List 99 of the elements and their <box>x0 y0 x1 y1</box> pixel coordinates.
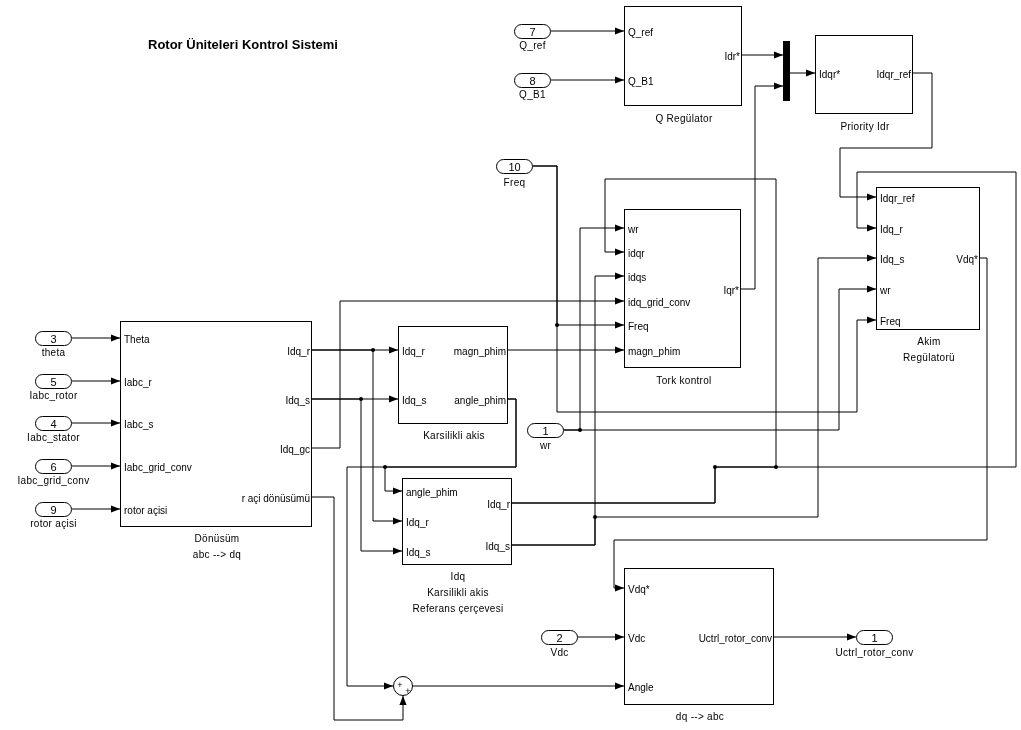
signal-arrow <box>789 69 816 77</box>
signal-arrow <box>311 349 403 525</box>
port-name: Iabc_stator <box>27 431 80 445</box>
signal-arrow <box>384 398 517 495</box>
signal-arrow <box>563 285 877 431</box>
port-label: magn_phim <box>453 345 506 357</box>
signal-arrow <box>532 165 877 413</box>
port-name: Q_B1 <box>519 88 546 102</box>
port-label: Idqr* <box>819 68 841 80</box>
port-label: wr <box>880 284 891 296</box>
port-label: rotor açisi <box>124 504 168 516</box>
port-label: Iabc_r <box>124 376 152 388</box>
port-label: Freq <box>628 320 649 332</box>
signal-arrow <box>741 51 784 59</box>
signal-arrow <box>311 398 403 555</box>
port-label: Vdc <box>628 632 646 644</box>
port-label: Iabc_grid_conv <box>124 461 192 473</box>
signal-arrow <box>71 419 121 427</box>
signal-arrow <box>839 72 933 201</box>
signal-arrow <box>550 27 625 35</box>
signal-arrow <box>71 462 121 470</box>
block-name: Tork kontrol <box>656 374 712 388</box>
plus-sign: + <box>405 685 411 697</box>
block-name: dq --> abc <box>675 710 725 724</box>
signal-arrow <box>550 76 625 84</box>
signal-arrow <box>511 254 877 546</box>
signal-arrow <box>71 377 121 385</box>
signal-arrow <box>412 682 625 690</box>
port-number: 3 <box>50 333 57 344</box>
port-label: Iabc_s <box>124 418 154 430</box>
port-label: Idq_gc <box>279 443 310 455</box>
port-label: Angle <box>628 681 654 693</box>
port-label: idq_grid_conv <box>628 296 691 308</box>
port-name: rotor açisi <box>30 517 77 531</box>
port-label: angle_phim <box>406 486 458 498</box>
port-label: Idq_s <box>880 253 905 265</box>
port-number: 10 <box>508 161 521 172</box>
block-name: Karsilikli akis <box>423 429 485 443</box>
signal-arrow <box>311 297 625 449</box>
port-number: 5 <box>50 376 57 387</box>
port-label: Idq_r <box>402 345 425 357</box>
port-label: Idq_s <box>485 540 510 552</box>
port-label: idqr <box>628 247 645 259</box>
port-label: Idqr_ref <box>876 68 911 80</box>
port-number: 8 <box>529 75 536 86</box>
port-name: Iabc_grid_conv <box>17 474 90 488</box>
port-name: wr <box>539 439 552 453</box>
port-number: 9 <box>50 504 57 515</box>
signal-arrow <box>311 496 407 721</box>
port-label: r açi dönüsümü <box>241 492 310 504</box>
port-number: 7 <box>529 26 536 37</box>
port-number: 2 <box>556 632 563 643</box>
block-name: Idq Karsilikli akis Referans çerçevesi <box>412 570 504 616</box>
port-label: Freq <box>880 315 901 327</box>
block-name: Priority Idr <box>840 120 890 134</box>
mux-bar <box>783 41 790 101</box>
port-number: 1 <box>542 425 549 436</box>
diagram-title: Rotor Üniteleri Kontrol Sistemi <box>148 37 338 52</box>
port-label: angle_phim <box>454 394 506 406</box>
port-name: Vdc <box>550 646 569 660</box>
signal-arrow <box>613 257 988 592</box>
port-label: Idq_r <box>287 345 310 357</box>
port-name: Freq <box>503 176 526 190</box>
port-label: Idq_r <box>880 223 903 235</box>
signal-arrow <box>577 633 625 641</box>
port-label: wr <box>628 223 639 235</box>
port-label: Q_B1 <box>628 75 654 87</box>
port-label: Iqr* <box>723 284 739 296</box>
port-label: Idq_s <box>406 546 431 558</box>
port-label: magn_phim <box>628 345 681 357</box>
port-label: Idq_r <box>406 516 429 528</box>
signal-arrow <box>511 171 1017 504</box>
port-label: Theta <box>124 333 150 345</box>
signal-arrow <box>71 334 121 342</box>
port-number: 1 <box>871 632 878 643</box>
port-label: Vdq* <box>628 583 650 595</box>
block-name: Dönüsüm abc --> dq <box>192 532 242 562</box>
signal-arrow <box>71 505 121 513</box>
port-label: Idq_s <box>285 394 310 406</box>
signal-arrow <box>740 82 784 290</box>
port-label: Q_ref <box>628 26 653 38</box>
port-name: theta <box>41 346 66 360</box>
port-label: idqs <box>628 271 647 283</box>
signal-arrow <box>773 633 857 641</box>
port-name: Q_ref <box>519 39 546 53</box>
block-name: Q Regülator <box>655 112 713 126</box>
port-number: 4 <box>50 418 57 429</box>
signal-arrow <box>507 346 625 354</box>
port-label: Idr* <box>724 50 740 62</box>
port-label: Vdq* <box>956 253 978 265</box>
port-label: Idqr_ref <box>880 192 915 204</box>
port-name: Uctrl_rotor_conv <box>835 646 914 660</box>
port-label: Uctrl_rotor_conv <box>698 632 772 644</box>
port-label: Idq_s <box>402 394 427 406</box>
plus-sign: + <box>397 679 403 691</box>
port-label: Idq_r <box>487 498 510 510</box>
block-name: Akim Regülatorü <box>903 335 955 365</box>
port-number: 6 <box>50 461 57 472</box>
port-name: Iabc_rotor <box>29 389 78 403</box>
